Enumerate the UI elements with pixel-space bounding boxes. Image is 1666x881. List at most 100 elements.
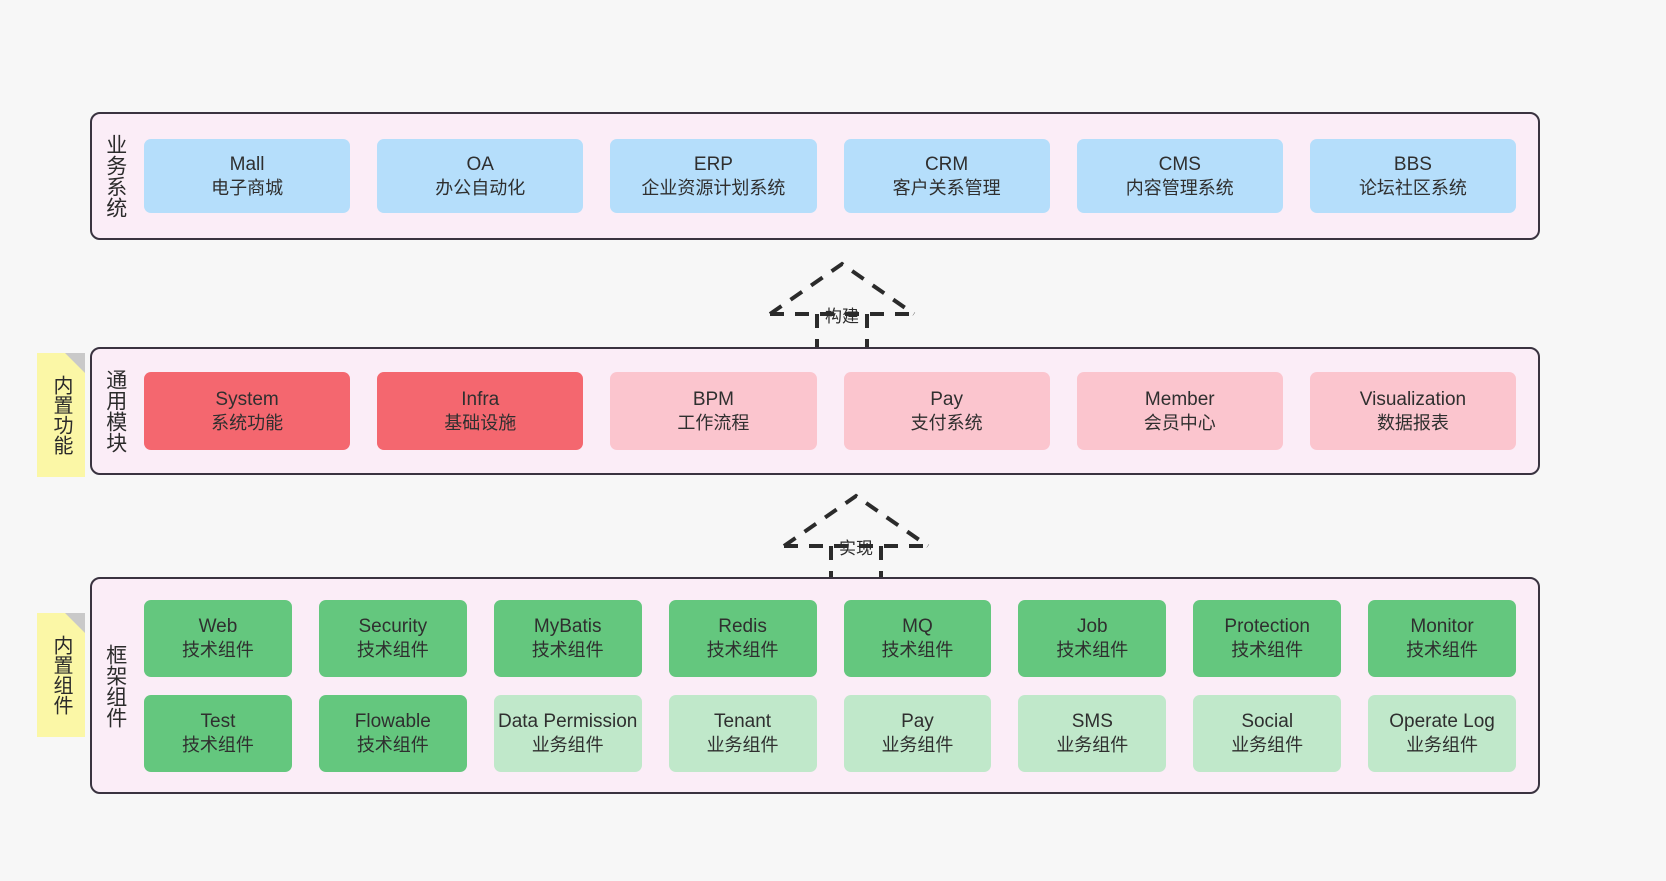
card-subtitle: 内容管理系统 — [1125, 177, 1234, 198]
card-title: BBS — [1393, 154, 1432, 176]
card-subtitle: 技术组件 — [531, 639, 604, 660]
card-title: Visualization — [1359, 389, 1467, 411]
card-title: Flowable — [354, 711, 431, 733]
card-title: Test — [200, 711, 236, 733]
card-subtitle: 技术组件 — [1406, 639, 1479, 660]
panel-title-business-systems: 业务系统 — [103, 134, 127, 218]
sticky-fold-corner-icon — [65, 353, 85, 373]
card-subtitle: 工作流程 — [677, 412, 750, 433]
card-title: Pay — [930, 389, 963, 411]
card-title: MyBatis — [533, 616, 602, 638]
card-title: Tenant — [714, 711, 772, 733]
card-title: System — [215, 389, 279, 411]
card-subtitle: 业务组件 — [1056, 734, 1129, 755]
card-title: Job — [1076, 616, 1108, 638]
card-title: MQ — [902, 616, 933, 638]
card-title: Security — [358, 616, 428, 638]
card-subtitle: 基础设施 — [444, 412, 517, 433]
arrow-build-relation: 构建 — [762, 258, 922, 352]
card-subtitle: 办公自动化 — [435, 177, 526, 198]
card-subtitle: 客户关系管理 — [892, 177, 1001, 198]
card-title: BPM — [692, 389, 735, 411]
card-subtitle: 技术组件 — [356, 639, 429, 660]
card-title: ERP — [693, 154, 733, 176]
card-title: Social — [1241, 711, 1294, 733]
card-subtitle: 技术组件 — [1056, 639, 1129, 660]
card-subtitle: 技术组件 — [181, 639, 254, 660]
card-title: SMS — [1071, 711, 1113, 733]
panel-title-common-modules: 通用模块 — [103, 369, 127, 453]
card-title: Data Permission — [497, 711, 638, 733]
card-title: Web — [198, 616, 238, 638]
arrow-implement-relation: 实现 — [776, 490, 936, 584]
card-subtitle: 业务组件 — [881, 734, 954, 755]
sticky-note-builtin-components: 内置组件 — [37, 613, 85, 737]
sticky-fold-corner-icon — [65, 613, 85, 633]
card-title: Operate Log — [1389, 711, 1495, 733]
sticky-note-builtin-features: 内置功能 — [37, 353, 85, 477]
card-subtitle: 技术组件 — [1231, 639, 1304, 660]
card-title: Pay — [901, 711, 934, 733]
card-subtitle: 系统功能 — [211, 412, 284, 433]
card-subtitle: 业务组件 — [1406, 734, 1479, 755]
card-subtitle: 业务组件 — [531, 734, 604, 755]
panel-title-framework-components: 框架组件 — [103, 643, 127, 728]
card-title: Mall — [229, 154, 265, 176]
card-subtitle: 技术组件 — [356, 734, 429, 755]
card-subtitle: 业务组件 — [706, 734, 779, 755]
card-title: CMS — [1158, 154, 1201, 176]
card-subtitle: 论坛社区系统 — [1358, 177, 1467, 198]
card-subtitle: 数据报表 — [1376, 412, 1449, 433]
card-subtitle: 企业资源计划系统 — [641, 177, 786, 198]
card-title: Monitor — [1410, 616, 1474, 638]
card-subtitle: 技术组件 — [181, 734, 254, 755]
card-title: Infra — [461, 389, 500, 411]
card-title: Redis — [718, 616, 767, 638]
card-title: Member — [1144, 389, 1215, 411]
card-subtitle: 业务组件 — [1231, 734, 1304, 755]
card-subtitle: 电子商城 — [211, 177, 284, 198]
sticky-note-builtin-components-label: 内置组件 — [50, 635, 72, 715]
card-subtitle: 支付系统 — [910, 412, 983, 433]
card-title: Protection — [1224, 616, 1310, 638]
sticky-note-builtin-features-label: 内置功能 — [50, 375, 72, 455]
